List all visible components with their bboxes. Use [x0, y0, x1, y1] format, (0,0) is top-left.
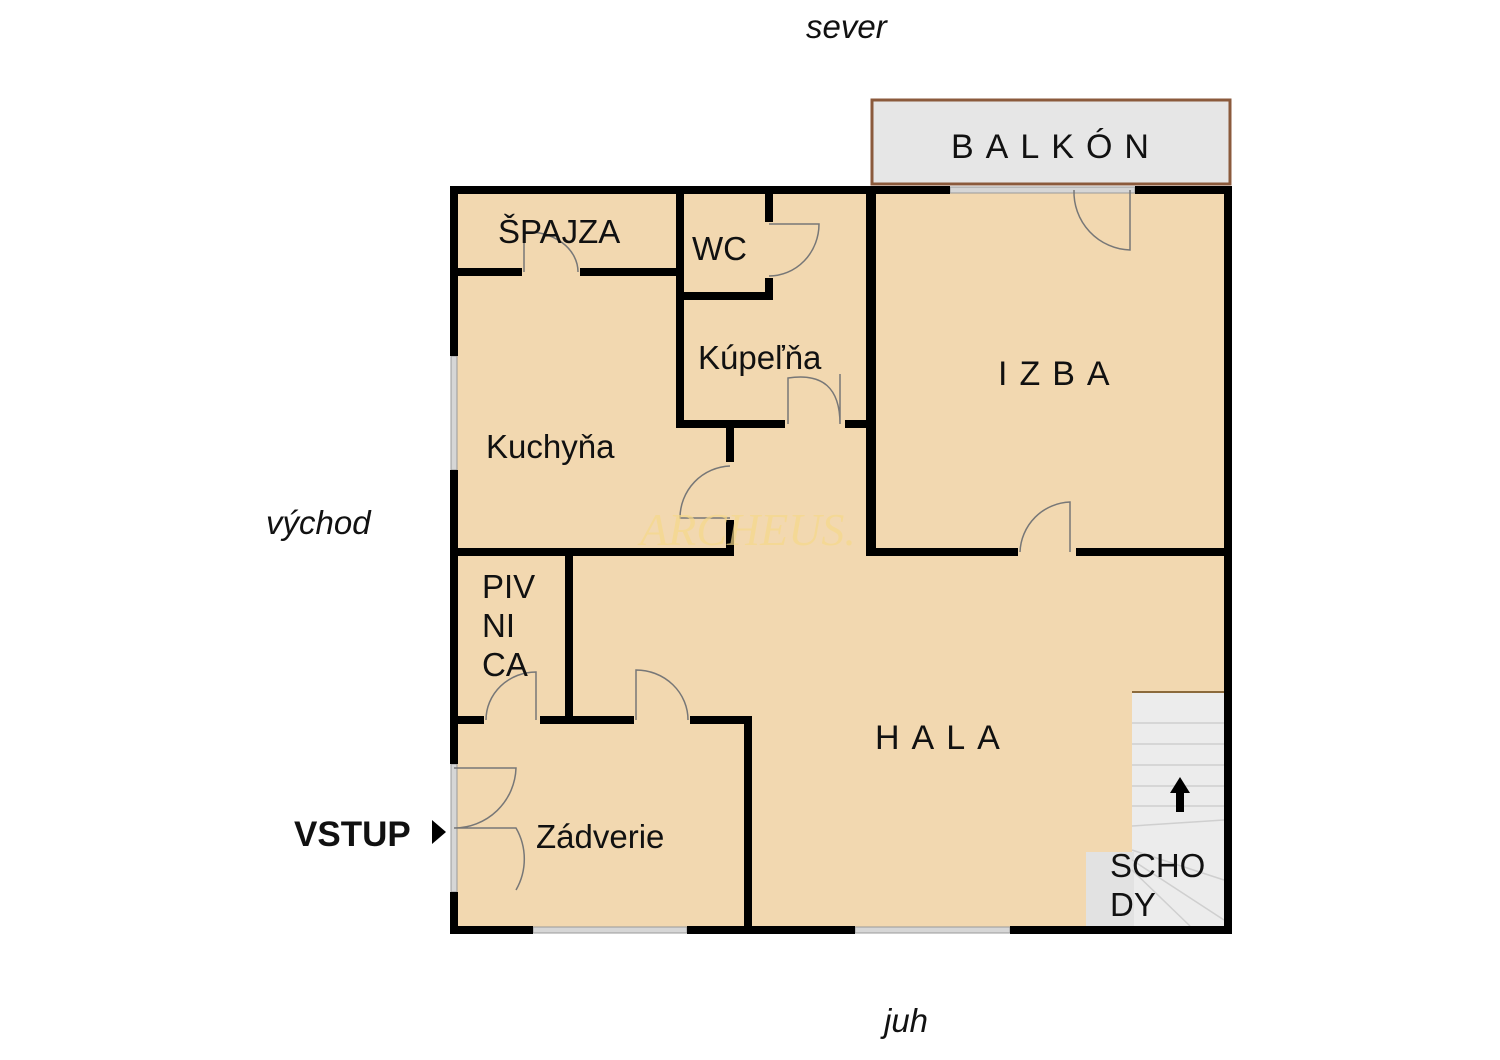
room-label-hall: HALA — [875, 719, 1012, 757]
room-label-stairs-1: SCHO — [1110, 847, 1205, 884]
room-label-stairs-2: DY — [1110, 886, 1156, 923]
room-label-cellar-3: CA — [482, 646, 528, 683]
arrow-up-icon — [1170, 777, 1190, 812]
room-label-wc: WC — [692, 230, 747, 267]
room-label-kitchen: Kuchyňa — [486, 428, 615, 465]
room-label-room: IZBA — [998, 355, 1122, 393]
watermark: ARCHEUS. — [637, 504, 856, 555]
doors — [453, 189, 1131, 891]
south-label: juh — [880, 1002, 928, 1039]
stairs — [1086, 691, 1225, 928]
north-label: sever — [806, 8, 889, 45]
entrance-label: VSTUP — [294, 815, 411, 854]
room-label-bathroom: Kúpeľňa — [698, 339, 822, 376]
room-label-vestibule: Zádverie — [536, 818, 664, 855]
entrance-arrow-icon — [432, 820, 446, 844]
east-label: východ — [266, 504, 372, 541]
room-label-cellar-2: NI — [482, 607, 515, 644]
floor-area — [454, 190, 1228, 930]
walls — [450, 186, 1232, 934]
room-label-cellar-1: PIV — [482, 568, 535, 605]
room-label-pantry: ŠPAJZA — [498, 213, 620, 250]
room-label-balcony: BALKÓN — [951, 128, 1161, 166]
balcony — [870, 98, 1232, 186]
